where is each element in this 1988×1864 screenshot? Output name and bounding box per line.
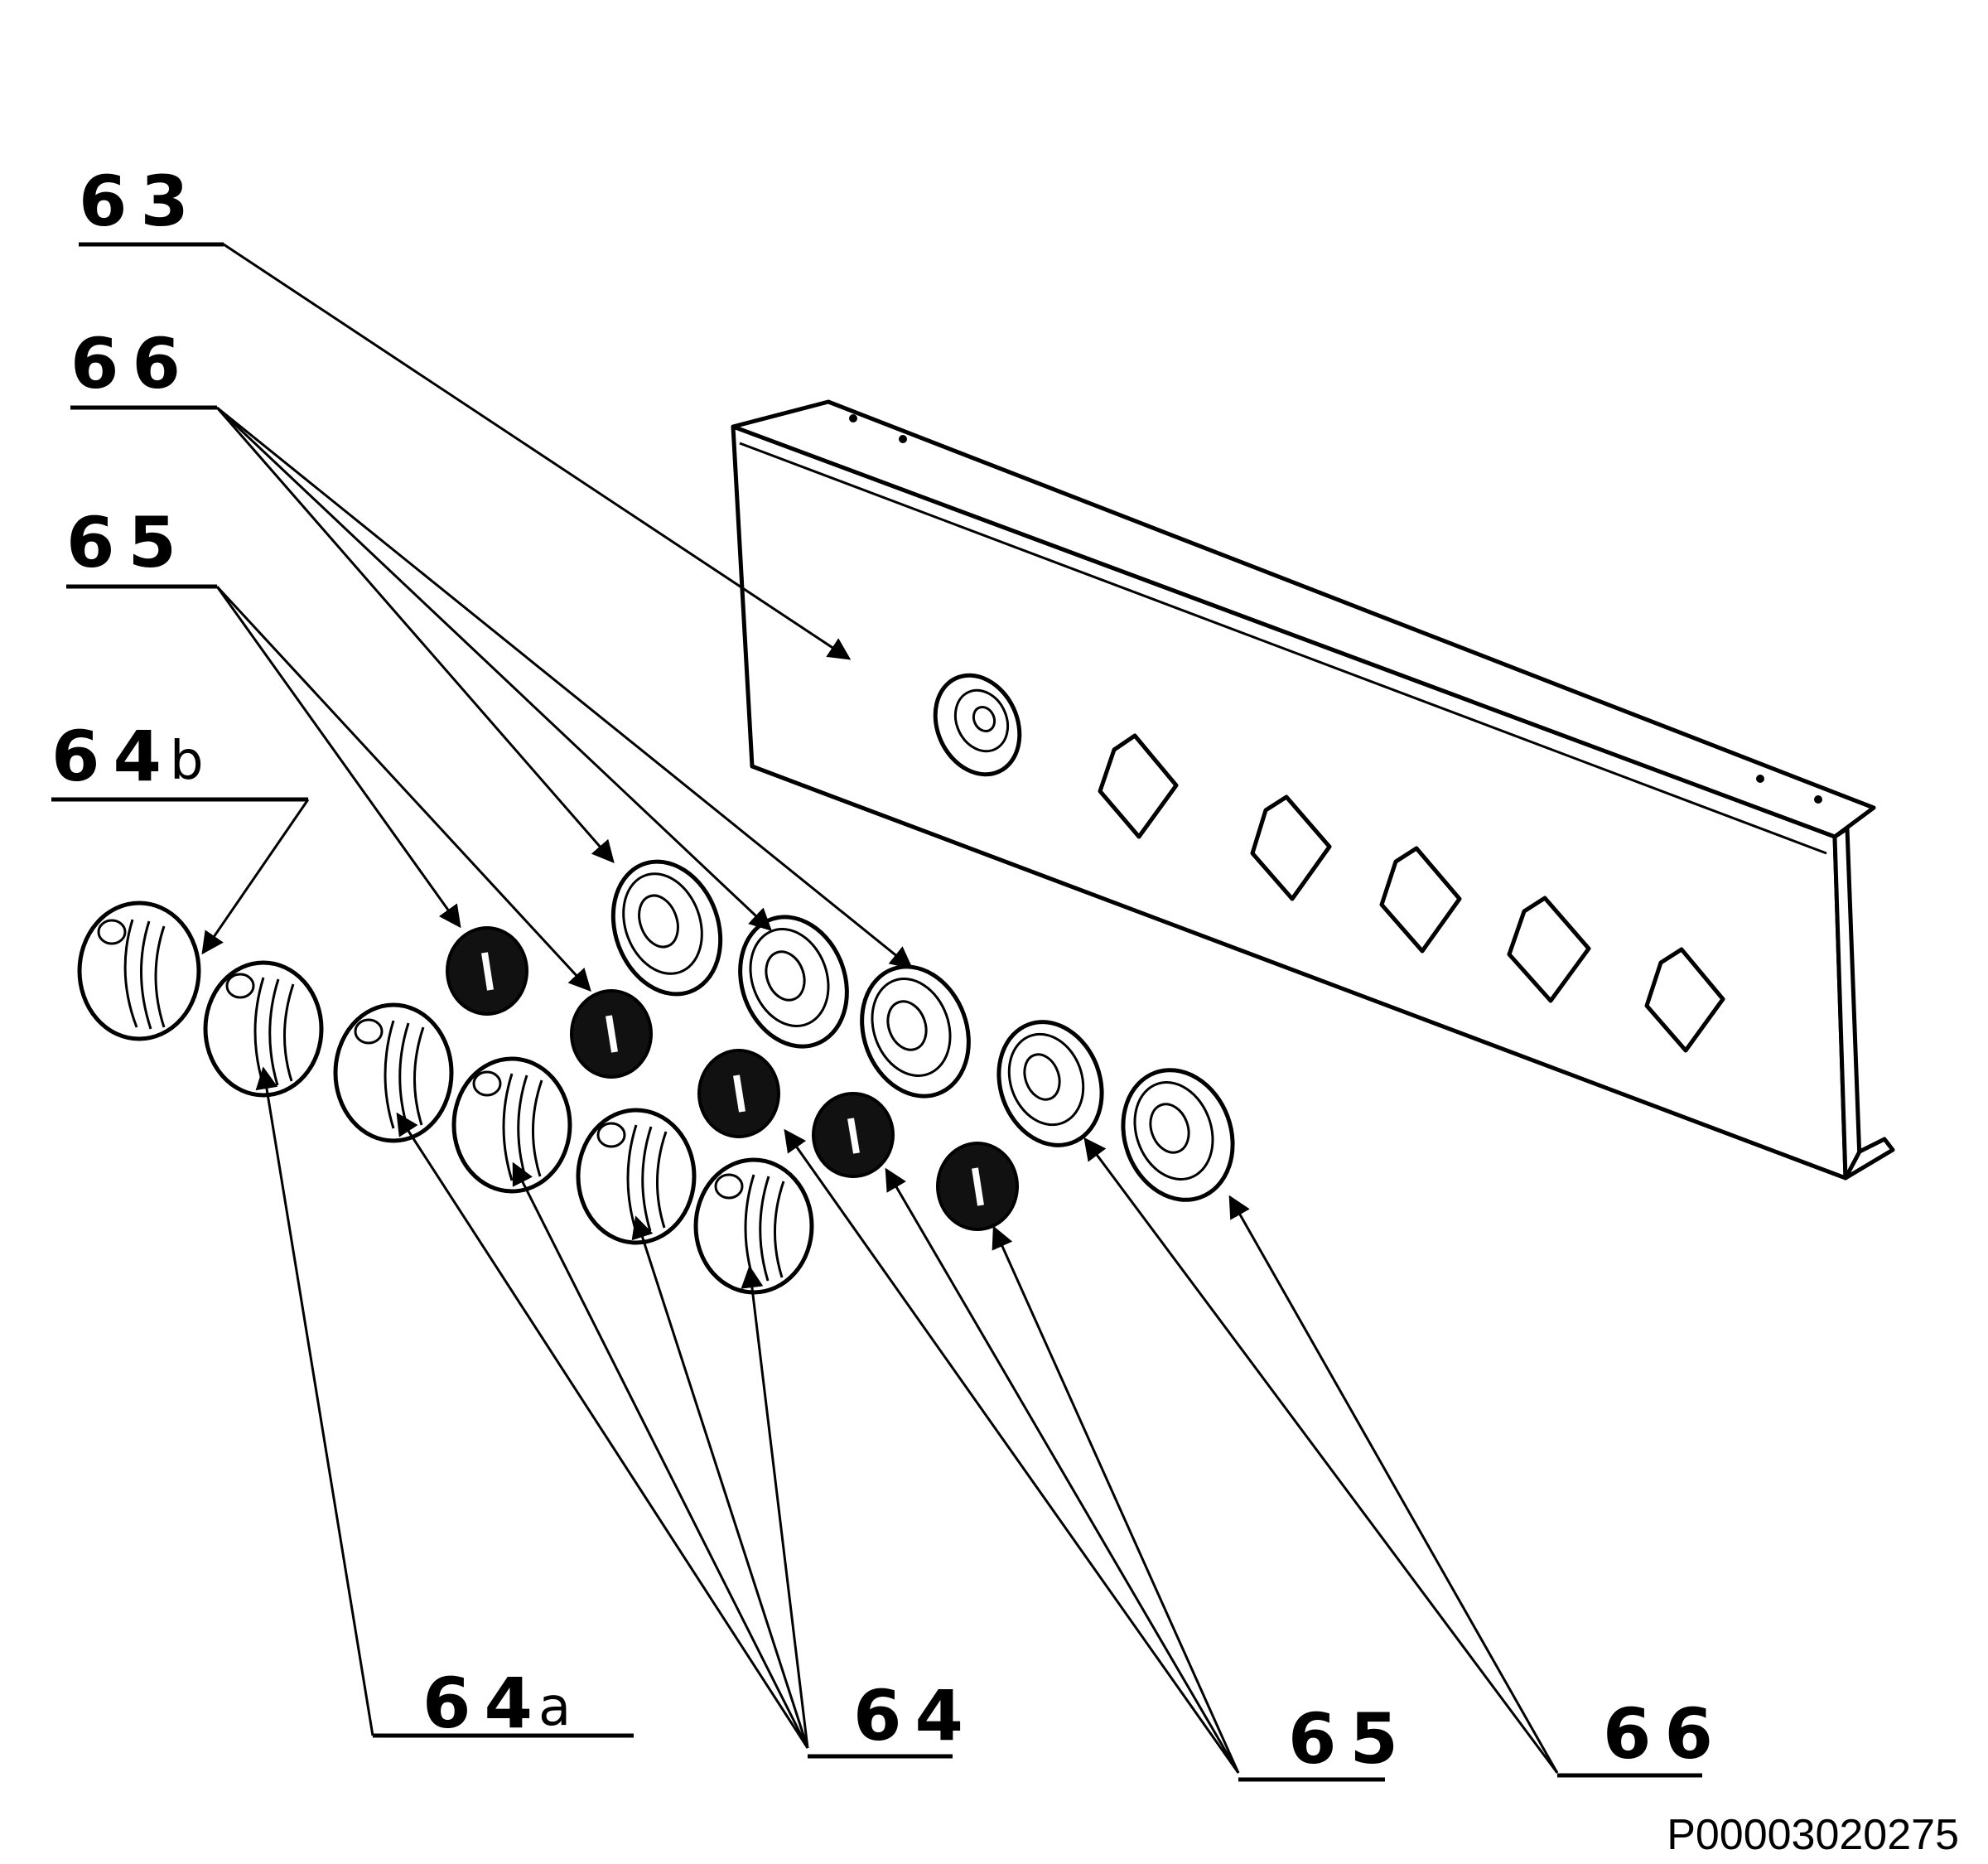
knob-cap [936, 1142, 1019, 1231]
bezel-ring [610, 859, 723, 997]
reference-code: P00003020275 [1667, 1811, 1959, 1859]
callout-65-bottom: 65 [1238, 1698, 1411, 1782]
callout-63: 63 [79, 161, 224, 247]
callout-64: 64 [808, 1675, 977, 1759]
panel-knob-opening [1379, 846, 1462, 954]
control-knob [451, 1056, 572, 1194]
callout-65-top: 65 [66, 502, 217, 589]
control-knob [77, 901, 201, 1041]
label-66-top: 66 [70, 323, 194, 404]
label-64a-number: 64 [422, 1663, 546, 1744]
leader-lines [79, 243, 1559, 1774]
knob-cap [446, 926, 528, 1016]
bezel-ring [738, 915, 849, 1049]
label-64b-suffix: b [170, 731, 204, 792]
control-knob [693, 1157, 814, 1295]
callout-66-bottom: 66 [1557, 1693, 1726, 1778]
panel-knob-opening [1250, 794, 1332, 901]
control-knob [333, 1002, 454, 1143]
panel-knob-opening [1644, 947, 1725, 1053]
label-65-top: 65 [66, 502, 190, 583]
panel-round-opening [933, 673, 1022, 777]
callout-64b: 64 b [51, 716, 308, 802]
control-knob [203, 960, 324, 1098]
label-63: 63 [79, 161, 202, 242]
label-64b-number: 64 [51, 716, 175, 797]
label-64a-suffix: a [538, 1677, 571, 1738]
bezel-ring [860, 964, 971, 1099]
label-65-bottom: 65 [1288, 1698, 1411, 1779]
label-66-bottom: 66 [1603, 1693, 1726, 1775]
knob-cap [697, 1049, 780, 1138]
panel-knob-opening [1098, 733, 1179, 839]
callout-66-top: 66 [70, 323, 217, 410]
knob-cap [812, 1092, 895, 1178]
panel-bottom-lip [1843, 1137, 1895, 1181]
control-panel [731, 399, 1895, 1181]
label-64: 64 [853, 1675, 977, 1756]
knob-cap [570, 989, 653, 1079]
bezel-ring [1121, 1068, 1235, 1202]
callout-64a: 64 a [373, 1663, 634, 1744]
panel-knob-opening [1507, 896, 1591, 1003]
bezel-ring [996, 1020, 1104, 1147]
control-knob [576, 1108, 697, 1245]
